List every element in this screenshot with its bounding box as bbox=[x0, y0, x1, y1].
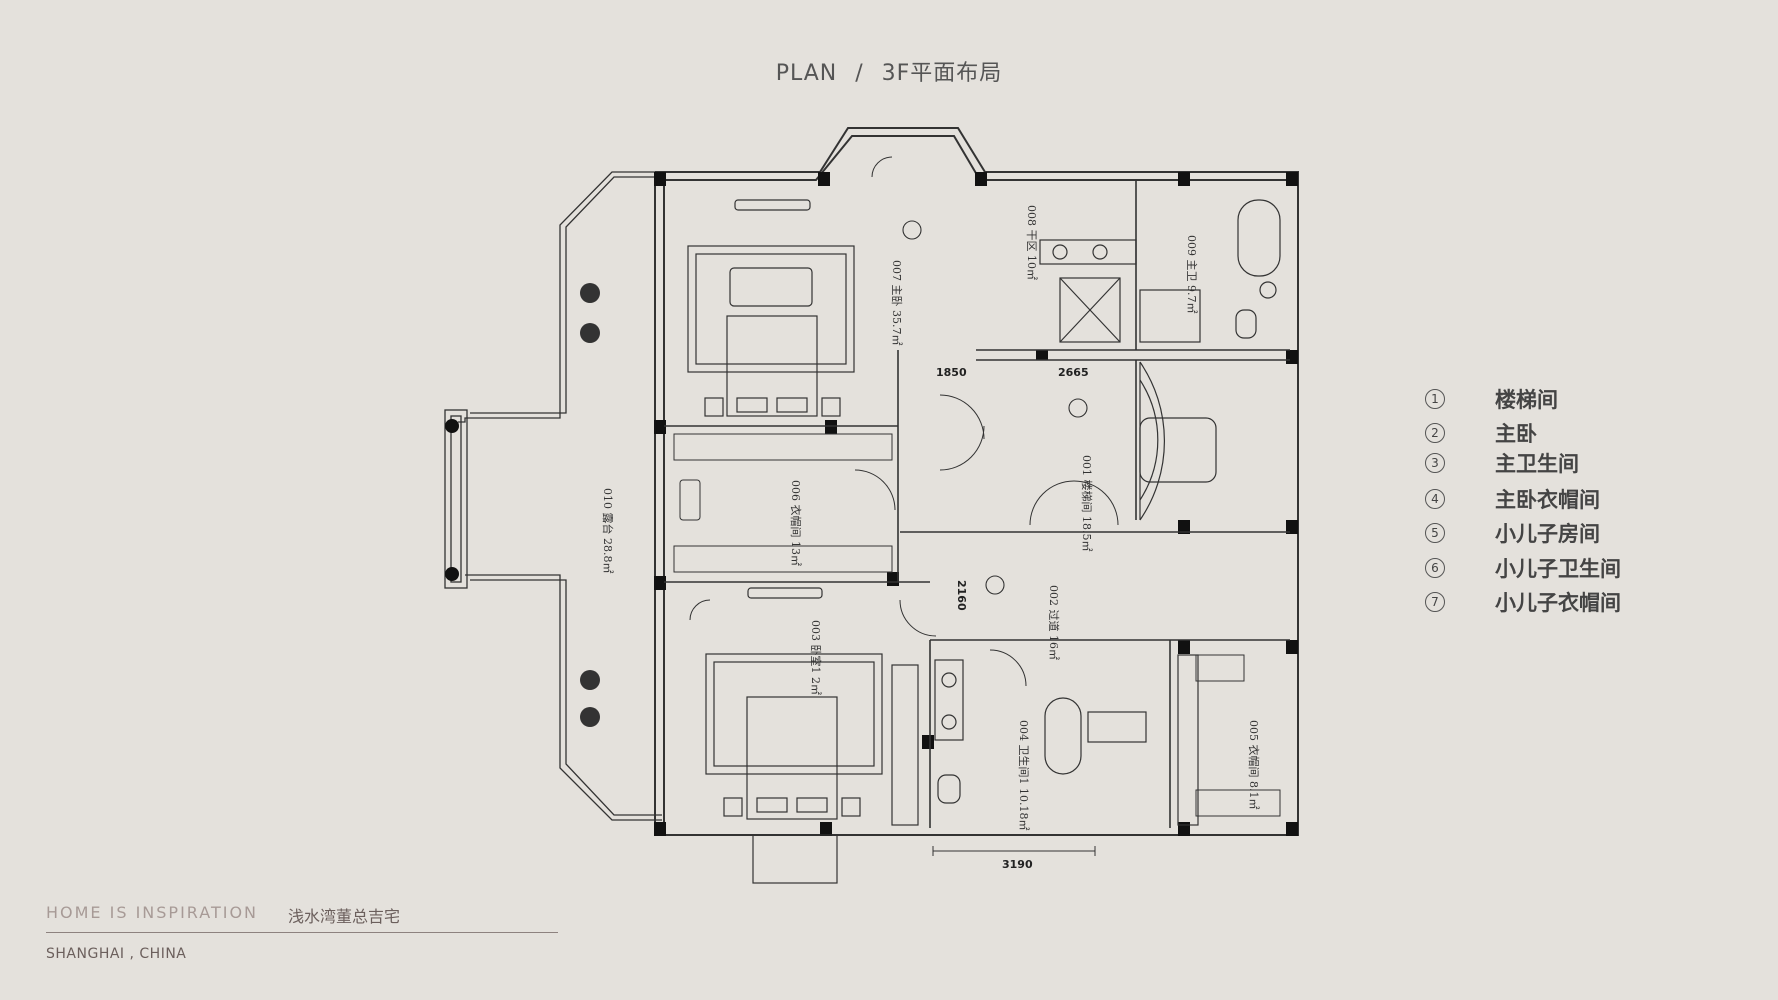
legend-number-5: 5 bbox=[1425, 523, 1445, 543]
bottom-bay-window bbox=[752, 834, 838, 884]
bedroom-1-bed bbox=[705, 587, 919, 826]
legend-label-6: 小儿子卫生间 bbox=[1495, 557, 1621, 581]
terrace-plants bbox=[580, 283, 600, 727]
doors bbox=[689, 156, 1119, 687]
footer-location: SHANGHAI , CHINA bbox=[46, 946, 187, 962]
legend-item-7: 7 小儿子衣帽间 bbox=[1425, 587, 1621, 617]
legend-number-3: 3 bbox=[1425, 453, 1445, 473]
person-figures bbox=[902, 220, 1088, 595]
legend-label-7: 小儿子衣帽间 bbox=[1495, 591, 1621, 615]
legend-label-3: 主卫生间 bbox=[1495, 452, 1579, 476]
room-001-label: 001 楼梯间 18.5㎡ bbox=[1080, 455, 1094, 552]
dimension-1850: 1850 bbox=[936, 366, 967, 379]
legend-number-6: 6 bbox=[1425, 558, 1445, 578]
room-008-label: 008 干区 10㎡ bbox=[1025, 205, 1038, 280]
legend-item-3: 3 主卫生间 bbox=[1425, 448, 1579, 478]
dimensions: 1850 2665 2160 3190 bbox=[932, 366, 1096, 871]
legend-item-4: 4 主卧衣帽间 bbox=[1425, 484, 1600, 514]
master-bath-fixtures bbox=[1039, 199, 1281, 343]
room-005-label: 005 衣帽间 8.1㎡ bbox=[1247, 720, 1261, 810]
wall-pillars bbox=[654, 172, 1298, 836]
closet-wardrobes bbox=[673, 433, 893, 573]
legend-item-2: 2 主卧 bbox=[1425, 418, 1537, 448]
room-004-label: 004 卫生间1 10.18㎡ bbox=[1017, 720, 1031, 831]
legend-number-4: 4 bbox=[1425, 489, 1445, 509]
plan-label: PLAN bbox=[775, 61, 838, 86]
master-bed bbox=[687, 199, 855, 417]
room-003-label: 003 卧室1 2㎡ bbox=[809, 620, 823, 695]
legend-label-5: 小儿子房间 bbox=[1495, 522, 1600, 546]
dimension-3190: 3190 bbox=[1002, 858, 1033, 871]
dimension-2160: 2160 bbox=[955, 580, 968, 611]
interior-walls bbox=[664, 180, 1290, 828]
page-title: PLAN / 3F平面布局 bbox=[0, 55, 1778, 87]
staircase bbox=[1139, 361, 1217, 521]
room-009-label: 009 主卫 9.7㎡ bbox=[1185, 235, 1198, 314]
legend-number-1: 1 bbox=[1425, 389, 1445, 409]
room-007-label: 007 主卧 35.7㎡ bbox=[890, 260, 903, 346]
room-010-label: 010 露台 28.8㎡ bbox=[601, 488, 615, 574]
legend-item-6: 6 小儿子卫生间 bbox=[1425, 553, 1621, 583]
legend-item-1: 1 楼梯间 bbox=[1425, 384, 1558, 414]
dimension-2665: 2665 bbox=[1058, 366, 1089, 379]
legend-label-2: 主卧 bbox=[1495, 422, 1537, 446]
footer-project: 浅水湾董总吉宅 bbox=[288, 907, 401, 926]
footer-divider bbox=[46, 932, 558, 933]
footer-tagline: HOME IS INSPIRATION bbox=[46, 903, 259, 922]
bathroom-1-fixtures bbox=[934, 654, 1199, 826]
room-006-label: 006 衣帽间 13㎡ bbox=[789, 480, 803, 566]
title-separator: / bbox=[855, 61, 864, 86]
legend-label-1: 楼梯间 bbox=[1495, 388, 1558, 412]
terrace-outline bbox=[444, 171, 662, 821]
terrace-posts bbox=[445, 419, 459, 581]
legend-item-5: 5 小儿子房间 bbox=[1425, 518, 1600, 548]
room-labels: 001 楼梯间 18.5㎡ 002 过道 16㎡ 003 卧室1 2㎡ 004 … bbox=[601, 205, 1261, 831]
closet-005-fixtures bbox=[1195, 654, 1281, 817]
room-002-label: 002 过道 16㎡ bbox=[1047, 585, 1061, 660]
legend-number-2: 2 bbox=[1425, 423, 1445, 443]
legend-number-7: 7 bbox=[1425, 592, 1445, 612]
legend-label-4: 主卧衣帽间 bbox=[1495, 488, 1600, 512]
plan-title: 3F平面布局 bbox=[881, 61, 1003, 86]
